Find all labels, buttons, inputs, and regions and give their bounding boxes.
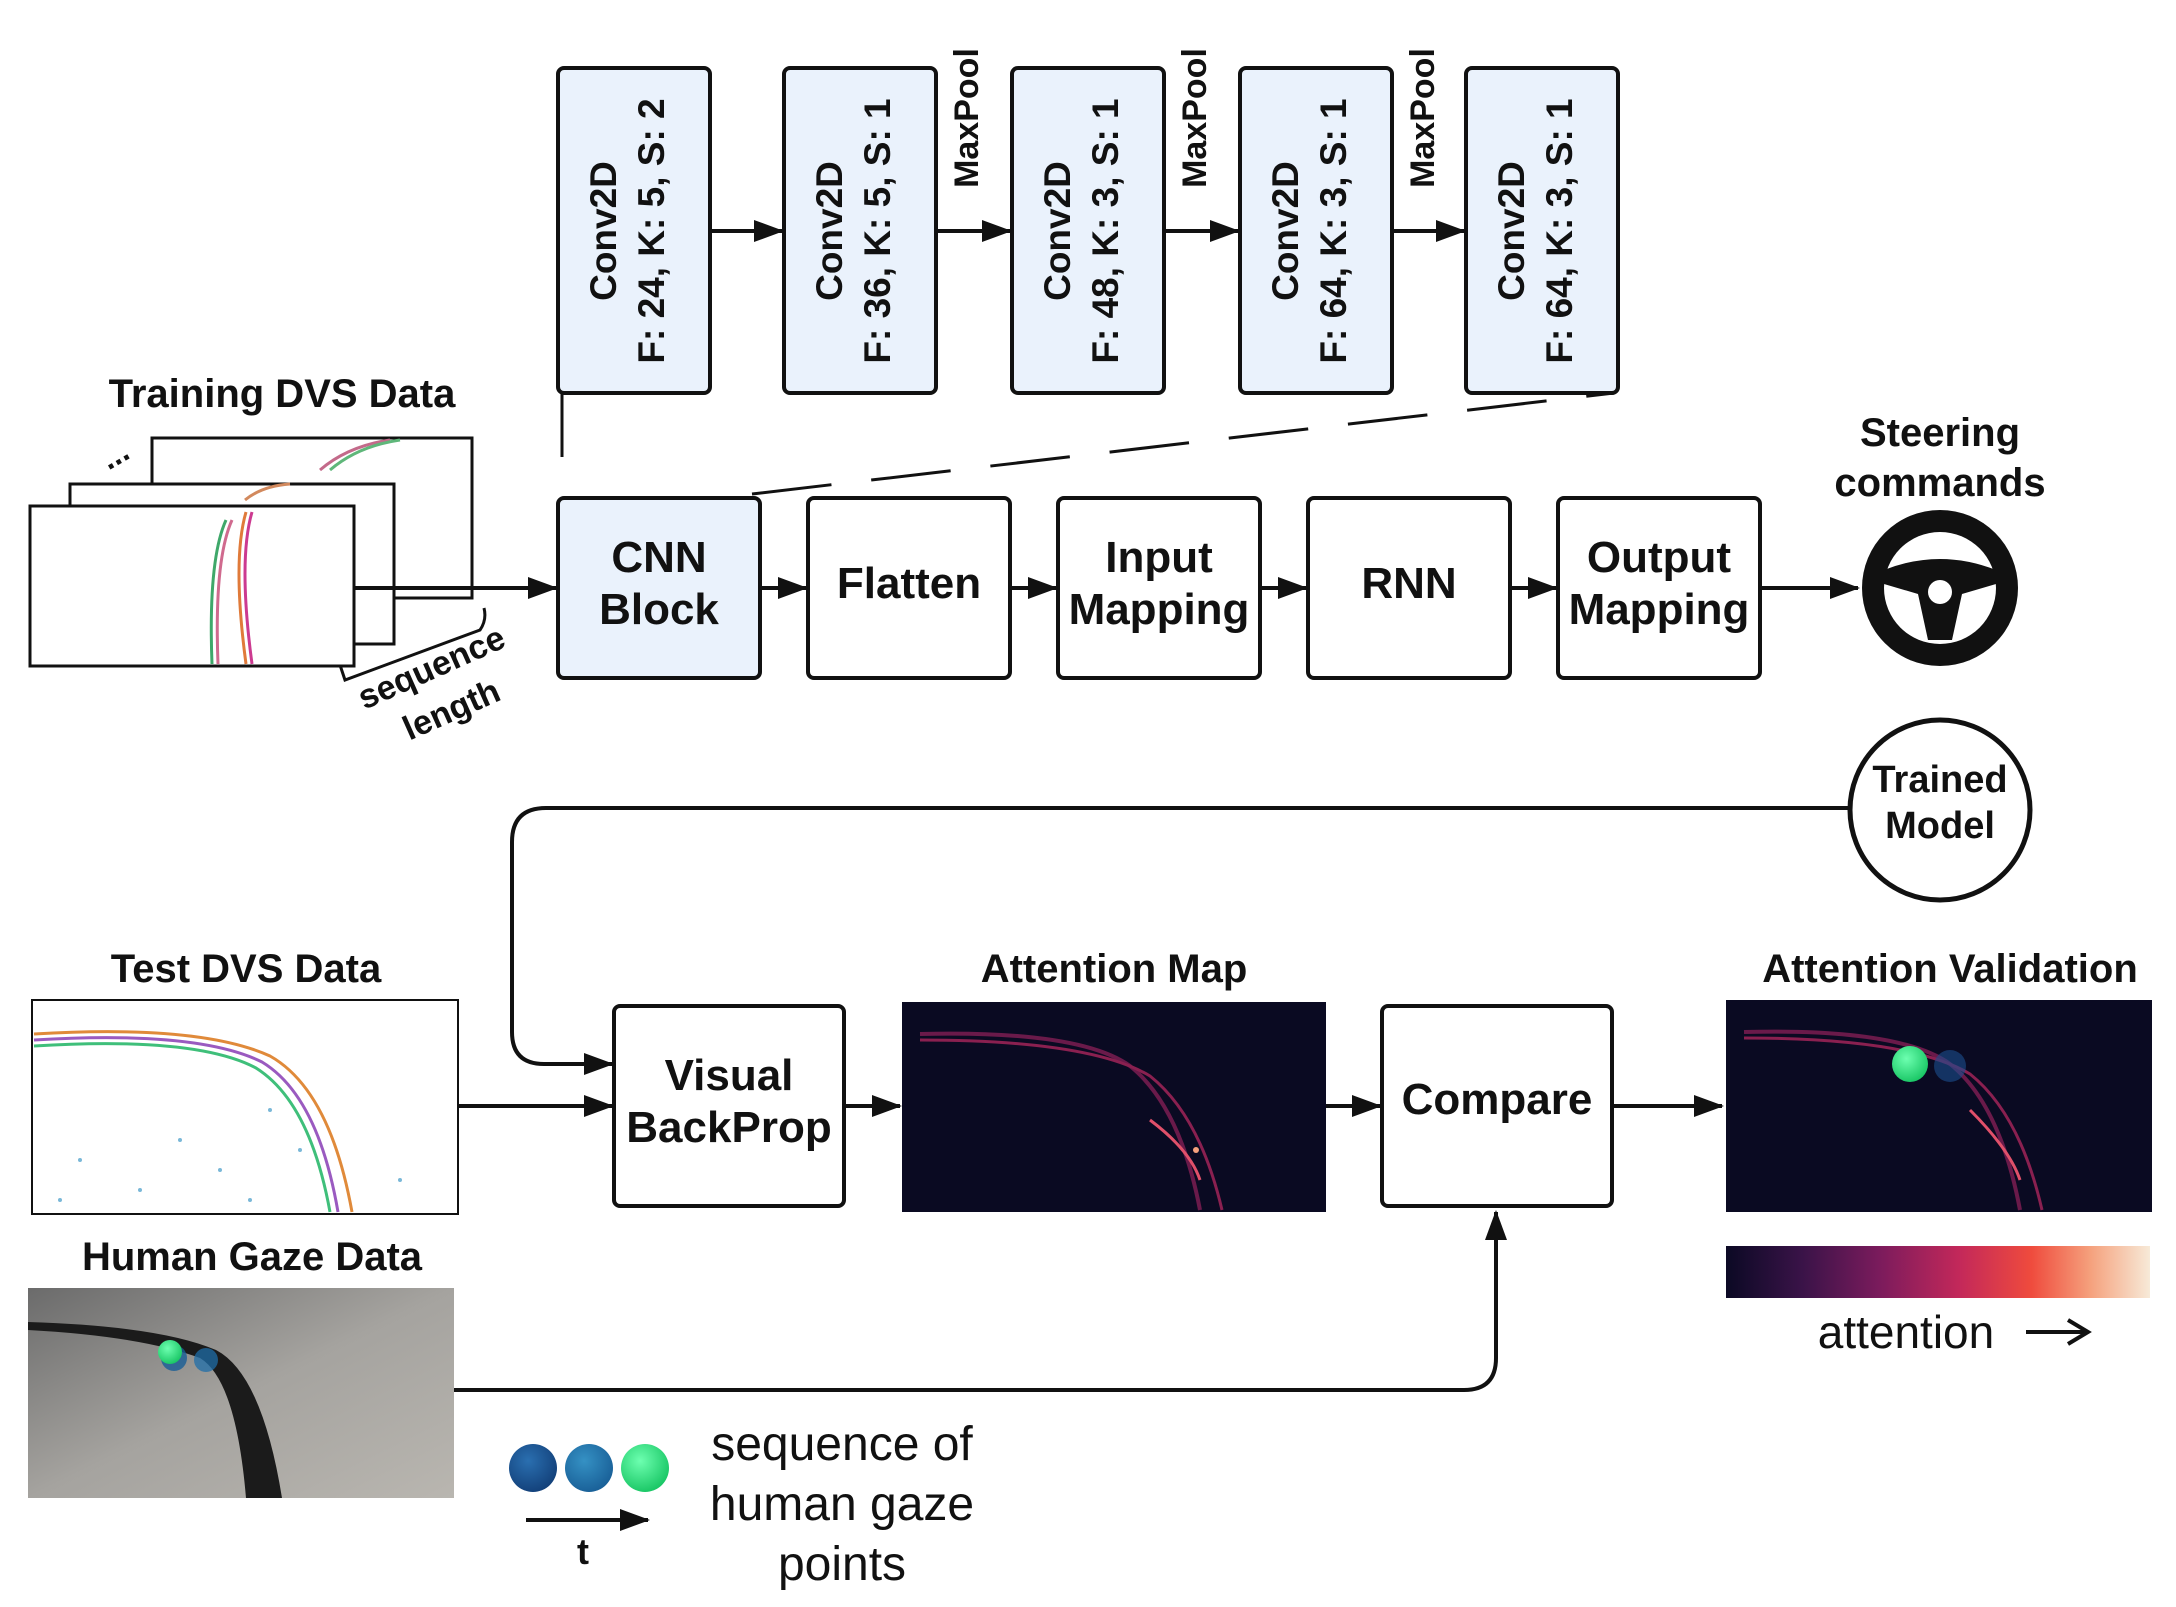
conv-layer-2: Conv2D F: 36, K: 5, S: 1 [782,66,938,395]
conv-layer-1-params: F: 24, K: 5, S: 2 [631,98,672,363]
cnn-block-label-line1: CNN [611,533,706,582]
gaze-point-2 [565,1444,613,1492]
output-mapping-block: Output Mapping [1556,496,1762,680]
gaze-to-compare-arrow [454,1210,1507,1392]
test-dvs-image [31,999,459,1215]
compare-label: Compare [1402,1075,1593,1124]
steering-wheel-icon [1862,510,2018,666]
input-mapping-label-line2: Mapping [1069,585,1250,634]
attention-map-title: Attention Map [981,947,1248,991]
colorbar-label: attention [1818,1306,1994,1358]
maxpool-label-3: MaxPool [1404,48,1442,188]
training-frame-stack [28,436,474,668]
gaze-data-title: Human Gaze Data [82,1235,423,1279]
input-mapping-label-line1: Input [1105,533,1213,582]
conv-layer-4-params: F: 64, K: 3, S: 1 [1313,98,1354,363]
rnn-label: RNN [1361,559,1456,608]
conv-layer-3-params: F: 48, K: 3, S: 1 [1085,98,1126,363]
maxpool-label-2: MaxPool [1176,48,1214,188]
conv-layer-1: Conv2D F: 24, K: 5, S: 2 [556,66,712,395]
model-to-backprop-arrow [510,806,1850,1075]
compare-block: Compare [1380,1004,1614,1208]
conv-layer-1-type: Conv2D [583,161,624,301]
conv-layer-3-type: Conv2D [1037,161,1078,301]
training-data-title: Training DVS Data [109,372,456,416]
conv-layer-2-params: F: 36, K: 5, S: 1 [857,98,898,363]
gaze-legend-line2: human gaze [710,1478,974,1531]
trained-model-node: Trained Model [1847,717,2033,903]
cnn-block-label-line2: Block [599,585,719,634]
conv-layer-4: Conv2D F: 64, K: 3, S: 1 [1238,66,1394,395]
gaze-point-3 [621,1444,669,1492]
conv-layer-2-type: Conv2D [809,161,850,301]
gaze-image [28,1288,454,1498]
conv-layer-5-type: Conv2D [1491,161,1532,301]
frames-ellipsis: ... [94,432,135,477]
gaze-sequence-legend: t sequence of human gaze points [509,1418,974,1591]
visual-backprop-block: Visual BackProp [612,1004,846,1208]
trained-model-label-line2: Model [1885,805,1995,847]
flatten-label: Flatten [837,559,981,608]
conv-layer-5: Conv2D F: 64, K: 3, S: 1 [1464,66,1620,395]
attention-map-image [902,1002,1326,1212]
gaze-legend-line3: points [778,1538,906,1591]
flatten-block: Flatten [806,496,1012,680]
test-data-title: Test DVS Data [111,947,382,991]
visual-backprop-label-line2: BackProp [626,1103,831,1152]
maxpool-label-1: MaxPool [948,48,986,188]
conv-layer-3: Conv2D F: 48, K: 3, S: 1 [1010,66,1166,395]
colorbar-arrow-icon [2026,1318,2092,1346]
cnn-block: CNN Block [556,496,762,680]
attention-validation-title: Attention Validation [1762,947,2138,991]
conv-layer-5-params: F: 64, K: 3, S: 1 [1539,98,1580,363]
sequence-brace [338,607,487,682]
output-mapping-label-line1: Output [1587,533,1732,582]
gaze-point-1 [509,1444,557,1492]
time-label: t [577,1531,589,1572]
input-mapping-block: Input Mapping [1056,496,1262,680]
trained-model-label-line1: Trained [1872,759,2007,801]
steering-label-line1: Steering [1860,411,2020,455]
attention-colorbar [1726,1246,2150,1298]
conv-layer-4-type: Conv2D [1265,161,1306,301]
output-mapping-label-line2: Mapping [1569,585,1750,634]
gaze-legend-line1: sequence of [711,1418,973,1471]
expansion-line-right [751,391,1615,496]
attention-validation-image [1726,1000,2152,1212]
rnn-block: RNN [1306,496,1512,680]
steering-label-line2: commands [1834,461,2045,505]
visual-backprop-label-line1: Visual [665,1051,794,1100]
